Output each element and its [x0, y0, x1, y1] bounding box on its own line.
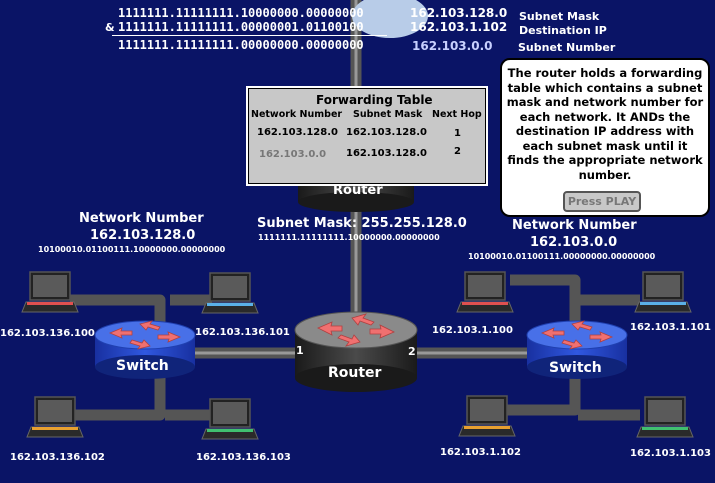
- laptop-icon-rl[interactable]: [456, 271, 514, 313]
- host-ip-lt: 162.103.136.100: [0, 328, 95, 339]
- row2-network: 162.103.0.0: [259, 149, 327, 160]
- router-icon: [294, 311, 418, 392]
- laptop-icon-rb[interactable]: [458, 395, 516, 437]
- host-ip-rt: 162.103.1.101: [630, 322, 711, 333]
- mask-binary: 1111111.11111111.10000000.00000000: [118, 6, 364, 20]
- dest-binary: 1111111.11111111.00000001.01100100: [118, 20, 364, 34]
- left-switch-icon: [94, 320, 196, 379]
- right-network-label: Network Number: [512, 218, 637, 233]
- result-ip: 162.103.0.0: [412, 39, 493, 53]
- laptop-icon-lb[interactable]: [26, 396, 84, 438]
- right-network-ip: 162.103.0.0: [530, 235, 618, 250]
- laptop-icon-rbr[interactable]: [636, 396, 694, 438]
- subnet-mask-label: Subnet Mask: [519, 10, 600, 23]
- explanation-panel: The router holds a forwarding table whic…: [500, 58, 710, 217]
- host-ip-lr: 162.103.136.101: [195, 327, 290, 338]
- host-ip-rb: 162.103.1.102: [440, 447, 521, 458]
- host-ip-lb: 162.103.136.102: [10, 452, 105, 463]
- result-binary: 1111111.11111111.00000000.00000000: [118, 38, 364, 52]
- subnet-mask-heading: Subnet Mask: 255.255.128.0: [257, 216, 467, 231]
- left-network-ip: 162.103.128.0: [90, 228, 196, 243]
- col-network-number: Network Number: [251, 109, 343, 120]
- right-switch-icon: [526, 320, 628, 379]
- col-next-hop: Next Hop: [432, 109, 482, 120]
- host-ip-rl: 162.103.1.100: [432, 325, 513, 336]
- left-network-binary: 10100010.01100111.10000000.00000000: [38, 245, 226, 254]
- row1-network: 162.103.128.0: [257, 127, 338, 138]
- laptop-icon-lr[interactable]: [201, 272, 259, 314]
- mask-ip: 162.103.128.0: [410, 6, 508, 20]
- right-switch-label: Switch: [549, 360, 602, 376]
- row1-mask: 162.103.128.0: [346, 127, 427, 138]
- laptop-icon-lt[interactable]: [21, 271, 79, 313]
- upper-router-label: Router: [333, 183, 383, 198]
- router-port-2: 2: [408, 345, 416, 358]
- right-network-binary: 10100010.01100111.00000000.00000000: [468, 252, 656, 261]
- destination-ip-label: Destination IP: [519, 24, 607, 37]
- row2-hop: 2: [454, 146, 461, 157]
- left-switch-label: Switch: [116, 358, 169, 374]
- and-divider: [112, 35, 387, 36]
- and-symbol: &: [105, 21, 115, 34]
- col-subnet-mask: Subnet Mask: [353, 109, 423, 120]
- laptop-icon-rt[interactable]: [634, 271, 692, 313]
- row2-mask: 162.103.128.0: [346, 148, 427, 159]
- laptop-icon-lbr[interactable]: [201, 398, 259, 440]
- host-ip-lbr: 162.103.136.103: [196, 452, 291, 463]
- subnet-mask-binary: 1111111.11111111.10000000.00000000: [258, 233, 440, 242]
- router-label: Router: [328, 365, 382, 381]
- left-network-label: Network Number: [79, 211, 204, 226]
- play-button[interactable]: Press PLAY: [563, 191, 641, 212]
- dest-ip: 162.103.1.102: [410, 20, 508, 34]
- explanation-text: The router holds a forwarding table whic…: [506, 66, 704, 182]
- subnet-number-label: Subnet Number: [518, 41, 616, 54]
- row1-hop: 1: [454, 128, 461, 139]
- host-ip-rbr: 162.103.1.103: [630, 448, 711, 459]
- cloud-shape: [352, 0, 428, 38]
- router-port-1: 1: [296, 344, 304, 357]
- forwarding-table-title: Forwarding Table: [316, 93, 433, 107]
- forwarding-table: Forwarding Table Network Number Subnet M…: [246, 86, 488, 186]
